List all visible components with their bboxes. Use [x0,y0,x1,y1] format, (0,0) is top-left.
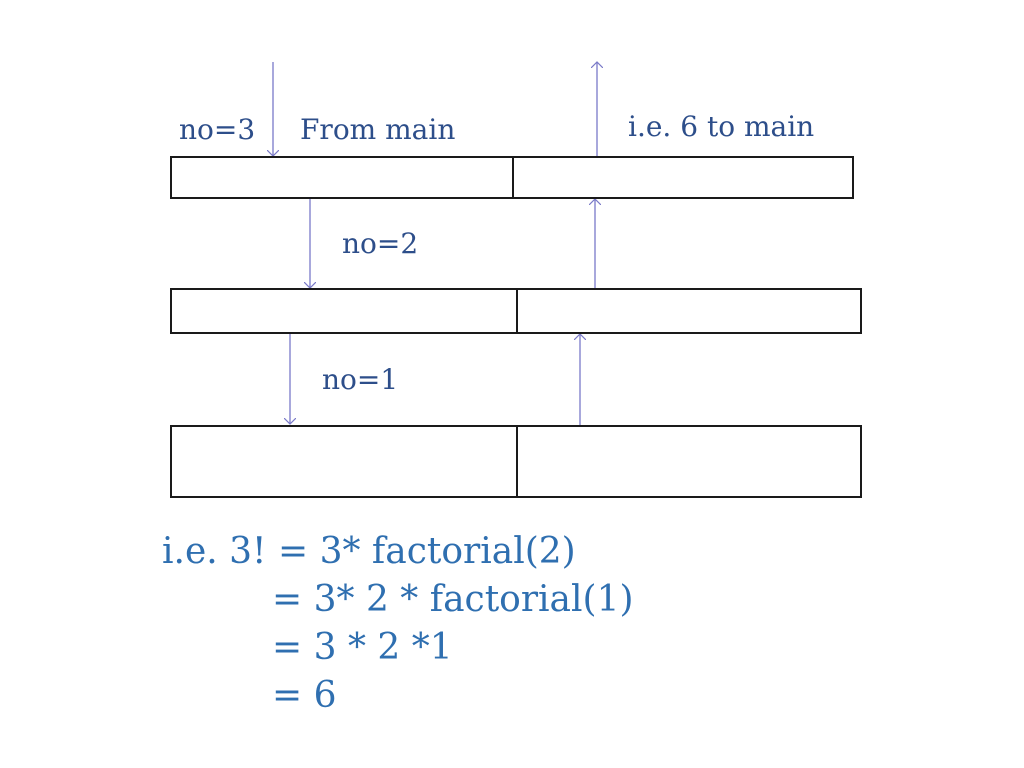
equation-line-1: i.e. 3! = 3* factorial(2) [162,531,576,572]
label-no1: no=1 [322,363,399,396]
equation-line-4: = 6 [272,675,337,716]
equation-line-3: = 3 * 2 *1 [272,627,453,668]
call-frame-1-divider [512,158,514,197]
call-frame-3-divider [516,427,518,496]
equation-line-2: = 3* 2 * factorial(1) [272,579,634,620]
call-frame-1 [170,156,854,199]
label-no2: no=2 [342,227,419,260]
call-frame-2 [170,288,862,334]
label-no3: no=3 [179,113,256,146]
call-frame-2-divider [516,290,518,332]
label-return-main: i.e. 6 to main [628,110,815,143]
call-frame-3 [170,425,862,498]
label-from-main: From main [300,113,456,146]
